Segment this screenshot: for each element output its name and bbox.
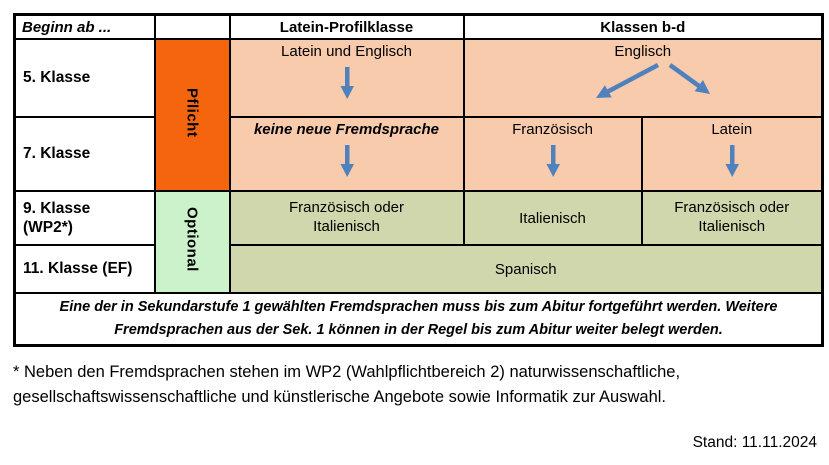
cell-7-bd-left-text: Französisch (512, 121, 593, 138)
cell-9-bd-left-text: Italienisch (519, 209, 586, 227)
header-latein-profilklasse: Latein-Profilklasse (228, 13, 465, 40)
row9-label-text: 9. Klasse (WP2*) (23, 199, 91, 236)
cell-5-latein-profil: Latein und Englisch (228, 38, 465, 118)
header-empty (153, 13, 231, 40)
row7-label-text: 7. Klasse (23, 145, 91, 162)
down-arrow-icon (725, 145, 739, 177)
pflicht-band: Pflicht (153, 38, 231, 192)
cell-9-latein-profil-text: Französisch oder Italienisch (288, 199, 405, 235)
row-5-klasse: 5. Klasse Pflicht Latein und Englisch En… (13, 38, 824, 192)
down-arrow-icon (340, 67, 354, 99)
optional-band-label: Optional (183, 207, 201, 272)
cell-9-latein-profil: Französisch oder Italienisch (228, 190, 465, 246)
wp2-footnote: * Neben den Fremdsprachen stehen im WP2 … (13, 363, 681, 406)
row7-label: 7. Klasse (13, 116, 156, 192)
cell-7-latein-profil: keine neue Fremdsprache (228, 116, 465, 192)
row9-label: 9. Klasse (WP2*) (13, 190, 156, 246)
row11-label-text: 11. Klasse (EF) (23, 260, 133, 277)
cell-7-latein-profil-text: keine neue Fremdsprache (253, 121, 440, 138)
split-arrows-icon (595, 63, 710, 98)
table-note: Eine der in Sekundarstufe 1 gewählten Fr… (13, 292, 824, 346)
down-arrow-icon (546, 145, 560, 177)
optional-band: Optional (153, 190, 231, 294)
header-row: Beginn ab ... Latein-Profilklasse Klasse… (13, 13, 824, 40)
cell-9-bd-right-text: Französisch oder Italienisch (674, 199, 790, 235)
cell-5-latein-profil-text: Latein und Englisch (281, 43, 412, 60)
cell-7-bd-right: Latein (640, 116, 824, 192)
row11-label: 11. Klasse (EF) (13, 244, 156, 294)
cell-7-bd-left: Französisch (462, 116, 643, 192)
row-9-klasse: 9. Klasse (WP2*) Optional Französisch od… (13, 190, 824, 294)
row5-label-text: 5. Klasse (23, 69, 91, 86)
cell-9-bd-right: Französisch oder Italienisch (640, 190, 824, 246)
row-11-klasse: 11. Klasse (EF) Spanisch (13, 244, 824, 294)
pflicht-band-label: Pflicht (183, 87, 201, 138)
header-klassen-bd: Klassen b-d (462, 13, 824, 40)
cell-11-spanisch: Spanisch (228, 244, 824, 294)
fremdsprachen-table: Beginn ab ... Latein-Profilklasse Klasse… (13, 13, 824, 347)
row5-label: 5. Klasse (13, 38, 156, 118)
cell-11-spanisch-text: Spanisch (494, 260, 557, 278)
cell-5-klassen-bd: Englisch (462, 38, 824, 118)
cell-7-bd-right-text: Latein (711, 121, 753, 138)
down-arrow-icon (340, 145, 354, 177)
cell-5-klassen-bd-text: Englisch (614, 43, 672, 60)
note-row: Eine der in Sekundarstufe 1 gewählten Fr… (13, 292, 824, 346)
header-beginn-ab: Beginn ab ... (13, 13, 156, 40)
cell-9-bd-left: Italienisch (462, 190, 643, 246)
stand-date: Stand: 11.11.2024 (692, 434, 817, 451)
row-7-klasse: 7. Klasse keine neue Fremdsprache Franzö… (13, 116, 824, 192)
